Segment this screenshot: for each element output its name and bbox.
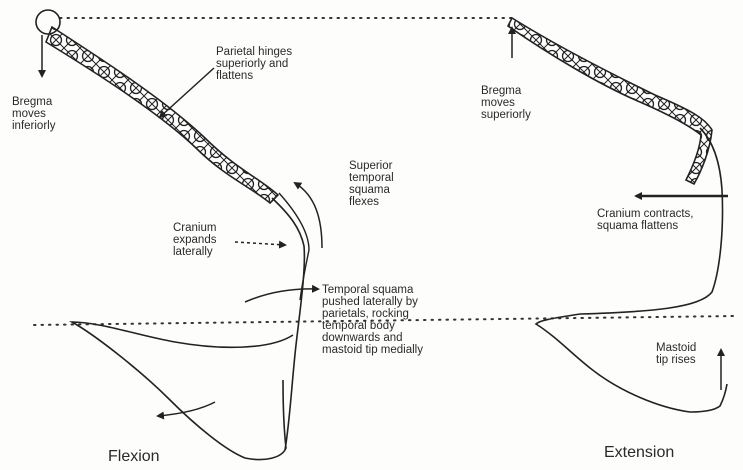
flexion-temporal-outline (272, 198, 304, 450)
flexion-temporal-squama-label: Temporal squama pushed laterally by pari… (322, 284, 423, 356)
squama-push-arrow (245, 289, 318, 302)
parietal-hinge-arrow (160, 68, 214, 117)
flexion-caption: Flexion (108, 448, 160, 466)
flexion-cranium-label: Cranium expands laterally (173, 222, 216, 258)
extension-caption: Extension (604, 444, 674, 462)
extension-mastoid-body (536, 314, 727, 412)
extension-parietal-bone (508, 18, 712, 184)
flexion-bregma-label: Bregma moves inferiorly (12, 96, 55, 132)
flexion-bregma-circle (36, 10, 60, 34)
extension-mastoid-label: Mastoid tip rises (656, 342, 696, 366)
cranium-expand-arrow (235, 242, 285, 245)
mastoid-medial-arrow (158, 402, 215, 416)
flexion-superior-temporal-label: Superior temporal squama flexes (349, 160, 394, 208)
flexion-parietal-label: Parietal hinges superiorly and flattens (216, 46, 292, 82)
superior-temporal-flex-arrow (295, 183, 322, 248)
extension-cranium-label: Cranium contracts, squama flattens (597, 208, 694, 232)
flexion-mastoid-body (72, 322, 293, 460)
extension-bregma-label: Bregma moves superiorly (481, 85, 531, 121)
